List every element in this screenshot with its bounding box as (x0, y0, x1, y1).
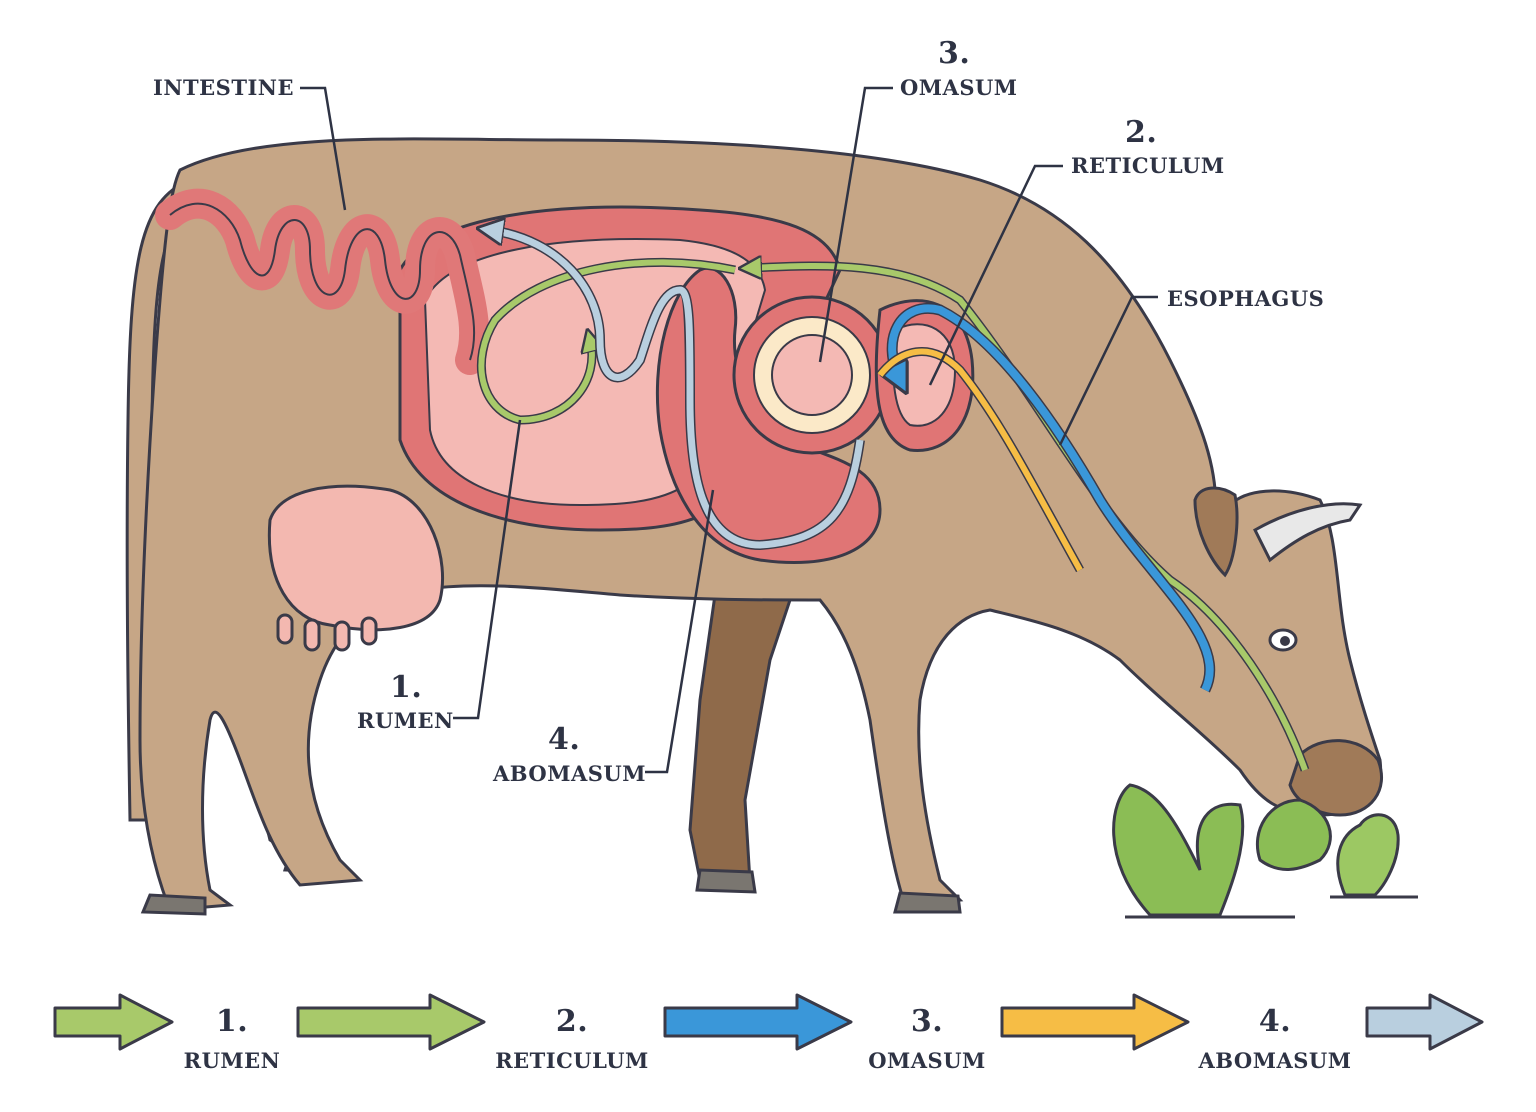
label-abomasum: ABOMASUM (493, 761, 646, 786)
leader-omasum (818, 86, 893, 363)
leader-intestine (300, 86, 347, 211)
legend-arrow-1 (53, 993, 174, 1051)
udder (267, 484, 445, 652)
label-reticulum-number: 2. (1125, 115, 1158, 150)
legend-step-4-name: ABOMASUM (1198, 1048, 1352, 1073)
legend-step-2-number: 2. (555, 1004, 589, 1039)
label-abomasum-number: 4. (548, 722, 581, 757)
cow-head (1193, 486, 1384, 817)
abomasum (655, 266, 882, 565)
label-reticulum: RETICULUM (1071, 153, 1225, 178)
label-omasum-number: 3. (938, 36, 971, 71)
legend-arrows (53, 993, 1484, 1051)
leader-rumen (453, 419, 522, 720)
flow-arrows (481, 230, 1310, 772)
plants (1112, 783, 1418, 919)
label-esophagus: ESOPHAGUS (1167, 286, 1325, 311)
leader-esophagus (1058, 295, 1158, 446)
label-rumen: RUMEN (357, 708, 454, 733)
legend-step-3-name: OMASUM (868, 1048, 986, 1073)
legend-step-1-name: RUMEN (183, 1048, 281, 1073)
legend-arrow-4 (1000, 993, 1190, 1051)
legend-step-3-number: 3. (910, 1004, 944, 1039)
horn (1253, 502, 1363, 563)
leader-lines (300, 86, 1158, 774)
leader-abomasum (645, 489, 715, 774)
label-rumen-number: 1. (390, 670, 423, 705)
leader-reticulum (928, 164, 1063, 386)
legend-step-2-name: RETICULUM (495, 1048, 649, 1073)
legend-arrow-2 (296, 993, 486, 1051)
legend-arrow-5 (1365, 993, 1484, 1051)
legend-step-4-number: 4. (1258, 1004, 1292, 1039)
label-omasum: OMASUM (900, 75, 1018, 100)
label-intestine: INTESTINE (153, 75, 294, 100)
legend-arrow-3 (663, 993, 853, 1051)
legend-step-1-number: 1. (215, 1004, 249, 1039)
